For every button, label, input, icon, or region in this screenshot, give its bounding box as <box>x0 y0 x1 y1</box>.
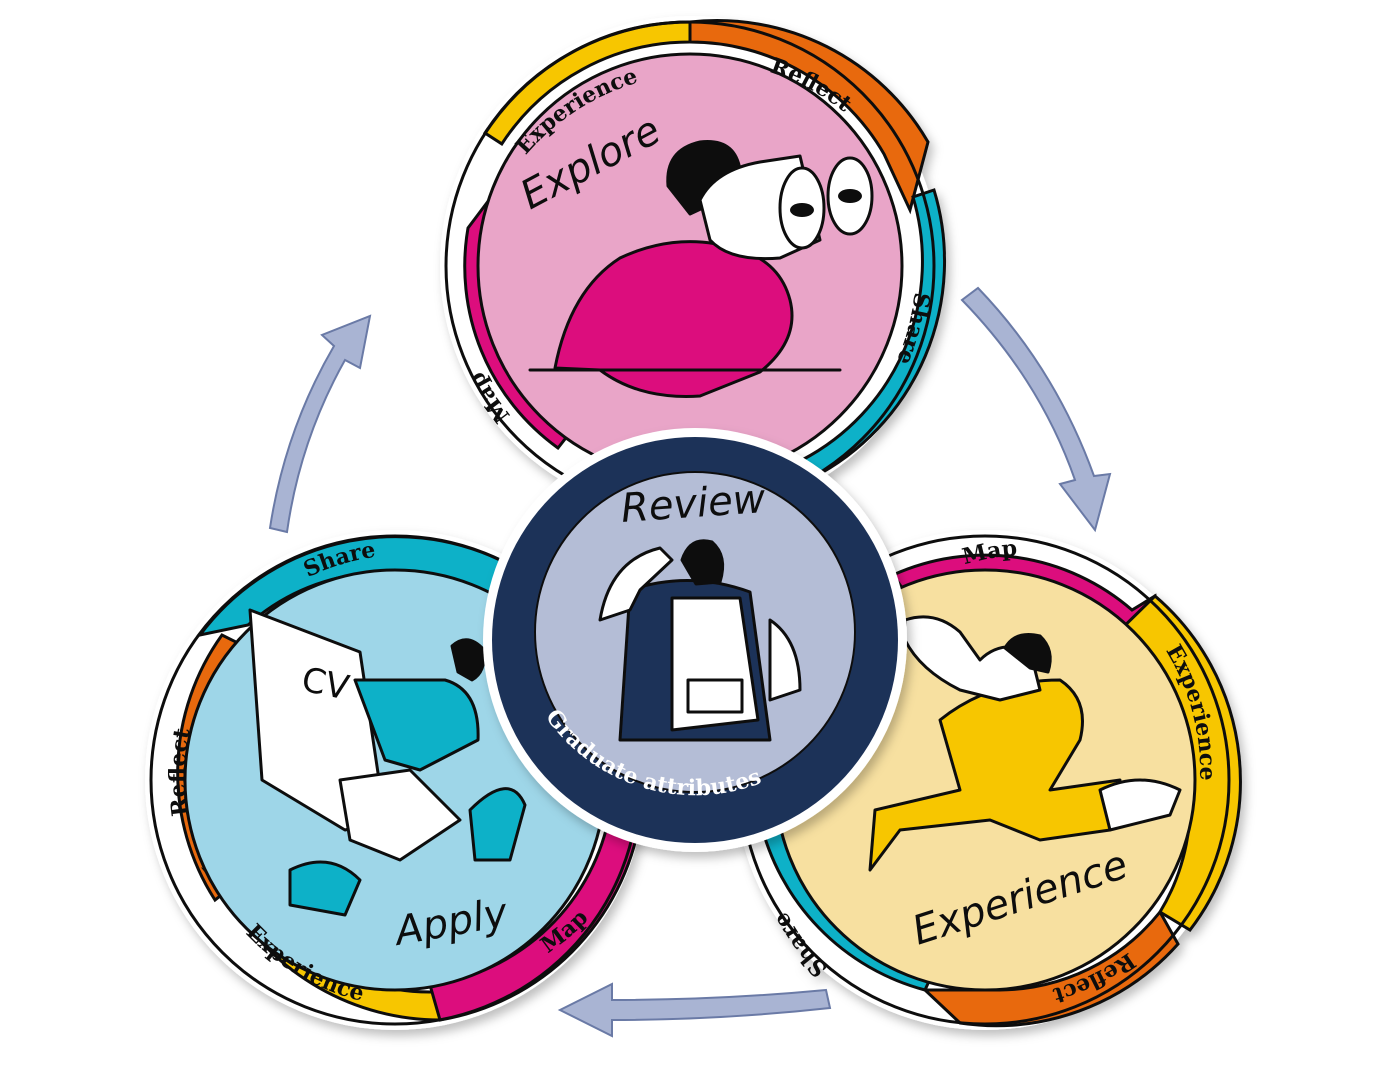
cycle-arrow-icon <box>268 314 372 534</box>
running-person-illustration <box>868 615 1182 872</box>
binoculars-person-illustration <box>528 140 874 398</box>
review-title: Review <box>619 476 767 532</box>
cv-text: CV <box>298 660 352 709</box>
review-center: Review Graduate attributes <box>483 428 907 852</box>
cycle-arrow-icon <box>557 982 832 1038</box>
backpack-person-illustration <box>598 539 802 742</box>
cycle-arrow-icon <box>960 286 1112 533</box>
cv-person-illustration: CV <box>248 608 527 917</box>
explore-stage: Explore Experience Reflect Share Map <box>440 16 947 516</box>
svg-text:Reflect: Reflect <box>165 725 196 817</box>
reflect-arc-label: Reflect <box>165 725 196 817</box>
cycle-arrows <box>268 286 1112 1038</box>
apply-stage: CV Apply Share Reflect Experience Map <box>145 530 645 1030</box>
